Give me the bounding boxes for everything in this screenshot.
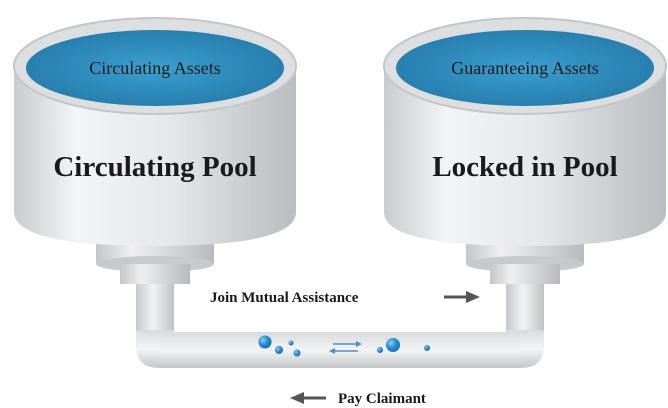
connecting-pipe (136, 275, 544, 368)
left-pool-liquid (26, 30, 284, 106)
exchange-arrows-icon (329, 341, 362, 354)
arrow-left-icon (290, 392, 326, 404)
join-flow-label: Join Mutual Assistance (210, 290, 359, 306)
pay-flow-label: Pay Claimant (338, 391, 426, 407)
left-pool-surface-label: Circulating Assets (89, 58, 221, 78)
right-pool-liquid (396, 30, 654, 106)
left-pool-title: Circulating Pool (53, 151, 256, 183)
bubble (424, 345, 430, 351)
right-pool-surface-label: Guaranteeing Assets (451, 58, 598, 78)
bubble (288, 340, 294, 346)
bubbles (258, 335, 430, 357)
bubble (386, 338, 400, 352)
right-pool-title: Locked in Pool (432, 151, 617, 183)
arrow-right-icon (444, 291, 480, 303)
bubble (258, 335, 272, 349)
left-pool (13, 17, 297, 284)
bubble (293, 349, 301, 357)
bubble (275, 346, 283, 354)
right-pool (383, 17, 667, 284)
bubble (377, 347, 383, 353)
